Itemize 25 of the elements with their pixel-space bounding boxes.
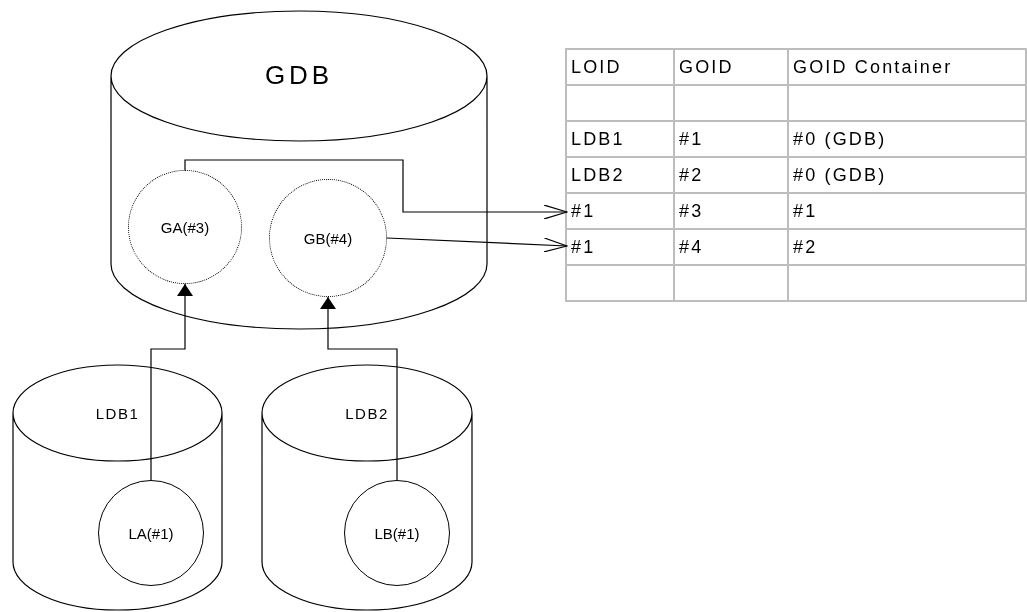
table-cell: #2 bbox=[789, 230, 1027, 266]
table-cell: #4 bbox=[675, 230, 789, 266]
table-cell: LDB2 bbox=[567, 158, 675, 194]
database-label: GDB bbox=[264, 62, 333, 88]
database-cylinder bbox=[261, 364, 473, 611]
table-cell: GOID bbox=[675, 50, 789, 86]
table-cell: LDB1 bbox=[567, 122, 675, 158]
arrow bbox=[184, 159, 568, 220]
table-cell: #1 bbox=[675, 122, 789, 158]
database-label: LDB2 bbox=[345, 406, 389, 421]
table-cell: #1 bbox=[567, 194, 675, 230]
table-cell: #0 (GDB) bbox=[789, 122, 1027, 158]
arrow bbox=[386, 237, 568, 253]
arrow bbox=[320, 296, 398, 481]
arrow bbox=[150, 283, 193, 481]
table-cell: #3 bbox=[675, 194, 789, 230]
database-cylinder bbox=[12, 364, 223, 611]
table-cell: #0 (GDB) bbox=[789, 158, 1027, 194]
table-cell: #1 bbox=[789, 194, 1027, 230]
database-label: LDB1 bbox=[95, 406, 140, 421]
table-cell: #2 bbox=[675, 158, 789, 194]
database-cylinder bbox=[110, 10, 488, 330]
table-cell: LOID bbox=[567, 50, 675, 86]
table-cell: #1 bbox=[567, 230, 675, 266]
table-cell: GOID Container bbox=[789, 50, 1027, 86]
